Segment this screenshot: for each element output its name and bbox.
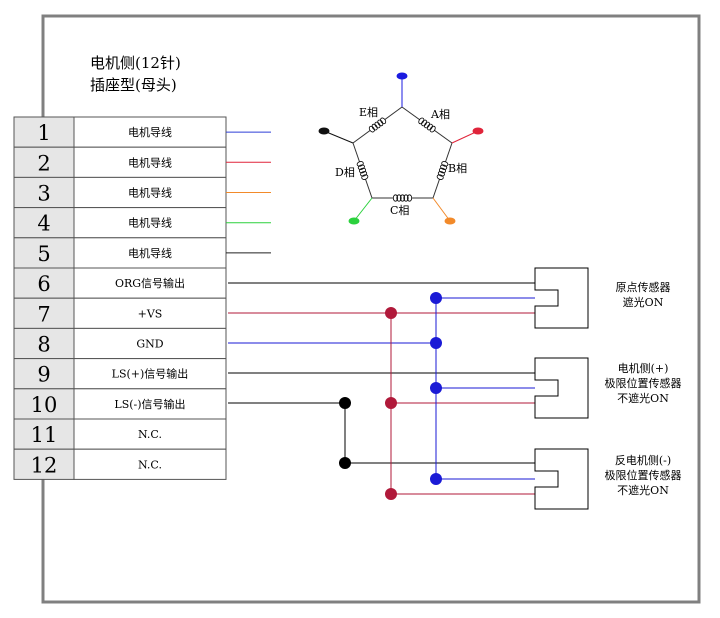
signal-wires [228,282,535,500]
pin-label-cell [73,327,227,360]
pin-label: 电机导线 [128,216,172,230]
sensors [534,267,589,510]
junction-dot [430,292,442,304]
phase-label: E相 [359,106,378,119]
junction-dot [385,397,397,409]
motor-lead [353,197,373,222]
pin-label-cell [73,448,227,480]
pin-number-cell [13,237,75,269]
motor-lead-terminal [444,217,456,225]
pin-number-cell [13,116,75,148]
coil-symbol [436,160,449,181]
pin-number-cell [13,358,75,390]
title-line-1: 电机侧(12针) [90,54,181,72]
junction-dot [339,457,351,469]
sensor-labels: 原点传感器遮光ON电机侧(+)极限位置传感器不遮光ON反电机侧(-)极限位置传感… [605,281,682,497]
pin-label: LS(-)信号输出 [114,397,185,411]
pin-number: 6 [37,272,50,296]
coil-symbol [368,116,387,134]
pin-number: 7 [37,302,50,326]
pin-number-cell [13,327,75,360]
junction-dot [430,473,442,485]
pin-number: 9 [37,363,50,387]
pin-number: 10 [31,393,58,417]
sensor-1-symbol [534,267,589,329]
motor-lead-terminal [348,217,360,225]
pin-number-cell [13,207,75,239]
junction-dot [385,307,397,319]
sensor-3-symbol [534,448,589,510]
pin-number: 11 [31,423,58,447]
pin-label: LS(+)信号输出 [112,367,189,381]
sensor-label: 反电机侧(-) [615,453,671,467]
pin-label: 电机导线 [128,186,172,200]
pin-label: GND [136,338,163,351]
pin-label: 电机导线 [128,246,172,260]
sensor-label: 不遮光ON [617,391,669,405]
phase-label: C相 [390,204,409,217]
phase-label: A相 [430,108,450,121]
coil-symbol [356,160,369,181]
pin-number-cell [13,297,75,329]
phase-label: D相 [335,166,355,179]
pin-label-cell [73,116,227,148]
pin-label: 电机导线 [128,155,172,169]
motor-lead-terminal [318,127,330,135]
pin-number: 4 [37,212,50,236]
motor-lead [323,130,354,144]
sensor-label: 极限位置传感器 [605,376,682,390]
phase-label: B相 [448,162,467,175]
coil-symbol [392,194,413,202]
pin-label: N.C. [138,458,162,471]
junction-dot [339,397,351,409]
sensor-label: 极限位置传感器 [605,468,682,482]
pin-number: 12 [31,453,58,477]
motor-lead [432,197,451,222]
motor-lead-wires [226,131,271,254]
pin-number: 1 [37,121,50,145]
junction-dot [430,382,442,394]
pin-number: 2 [37,151,50,175]
pin-label-cell [73,388,227,420]
pin-number: 5 [37,242,50,266]
junction-dot [430,337,442,349]
pin-number: 8 [37,333,50,357]
sensor-label: 遮光ON [623,295,664,309]
sensor-label: 原点传感器 [616,281,671,294]
pin-label-cell [73,418,227,450]
pin-number-cell [13,418,75,450]
pin-label-cell [73,358,227,390]
pin-label: ORG信号输出 [115,276,185,290]
pin-label: 电机导线 [128,125,172,139]
sensor-2-symbol [534,357,589,419]
coil-symbol [417,116,437,134]
motor-lead-terminal [472,127,484,135]
title-line-2: 插座型(母头) [90,76,177,94]
pin-number-cell [13,267,75,299]
motor-lead-terminal [396,72,408,80]
pin-label: +VS [138,307,163,320]
junction-dot [385,488,397,500]
sensor-label: 电机侧(+) [618,361,669,375]
pin-number-cell [13,176,75,209]
pin-label: N.C. [138,428,162,441]
pin-table: 1 电机导线 2 电机导线 3 电机导线 4 电机导线 5 电机导线 6 ORG信号输出 7 +VS 8 GN… [13,116,227,480]
sensor-label: 不遮光ON [617,483,669,497]
stepper-motor-pentagon: A相 B相 C相 D相 E相 [318,72,484,225]
pin-number: 3 [37,182,50,206]
pin-number-cell [13,388,75,420]
